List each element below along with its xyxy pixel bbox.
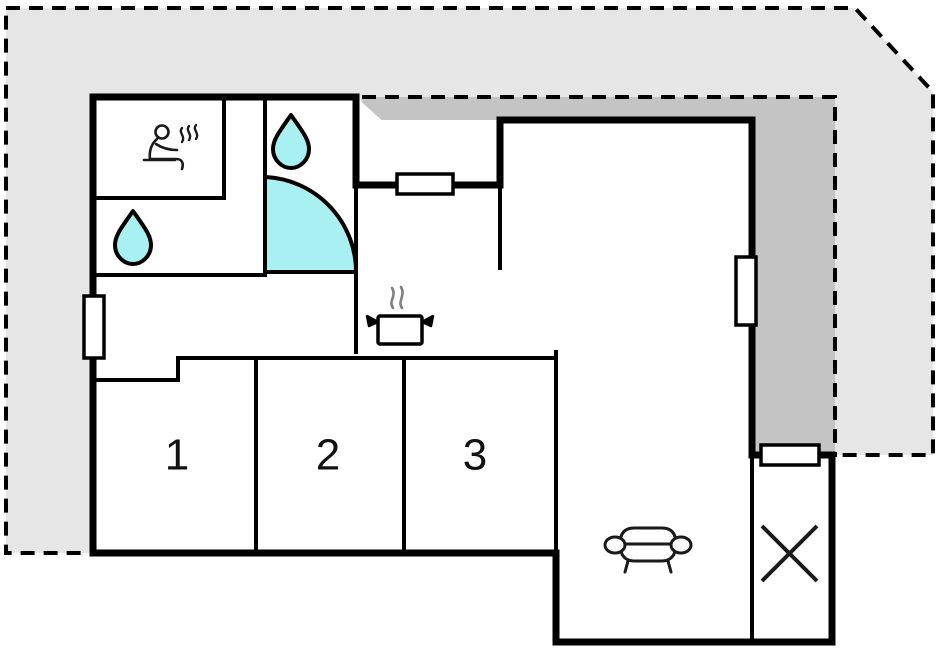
- pot-steam-2: [399, 285, 404, 310]
- sofa-leg-right: [666, 559, 673, 574]
- sauna-person-back: [148, 137, 159, 161]
- cross-mark-icon: [760, 524, 819, 583]
- openings-group: [82, 172, 821, 467]
- sofa-backrest: [618, 526, 678, 546]
- sauna-steam-2: [186, 124, 192, 142]
- room-number-labels: 1 2 3: [165, 431, 487, 480]
- sauna-icon: [142, 123, 199, 171]
- sauna-steam-1: [179, 126, 185, 144]
- window-terrace-wall[interactable]: [759, 443, 821, 467]
- sauna-person-arm: [154, 142, 179, 152]
- sofa-armrest-right: [669, 535, 693, 555]
- room-number-3: 3: [463, 431, 487, 480]
- sofa-icon: [603, 526, 693, 574]
- water-drop-shape: [113, 209, 153, 266]
- sofa-seat: [618, 542, 678, 563]
- sofa-armrest-left: [603, 535, 627, 555]
- water-drop-icon: [271, 113, 311, 170]
- pot-steam-1: [390, 286, 395, 310]
- sauna-person-head: [154, 124, 170, 140]
- pot-body: [376, 314, 424, 346]
- interior-walls: [91, 95, 754, 644]
- sofa-leg-left: [623, 559, 630, 574]
- pot-handle-right: [420, 314, 435, 328]
- sauna-steam-3: [193, 123, 199, 141]
- window-right-wall[interactable]: [734, 255, 758, 327]
- pot-handle-left: [365, 314, 380, 328]
- north-east-room-fill: [500, 120, 752, 185]
- water-drop-icon: [113, 209, 153, 266]
- room-number-2: 2: [316, 431, 340, 480]
- cooking-pot-icon: [365, 285, 435, 346]
- window-left-wall[interactable]: [82, 294, 106, 360]
- sauna-person-leg: [148, 157, 185, 171]
- room-fills: [93, 97, 832, 642]
- water-drop-shape: [271, 113, 311, 170]
- window-top-wall[interactable]: [395, 172, 455, 196]
- room-number-1: 1: [165, 431, 189, 480]
- cross-stroke-b: [760, 524, 819, 583]
